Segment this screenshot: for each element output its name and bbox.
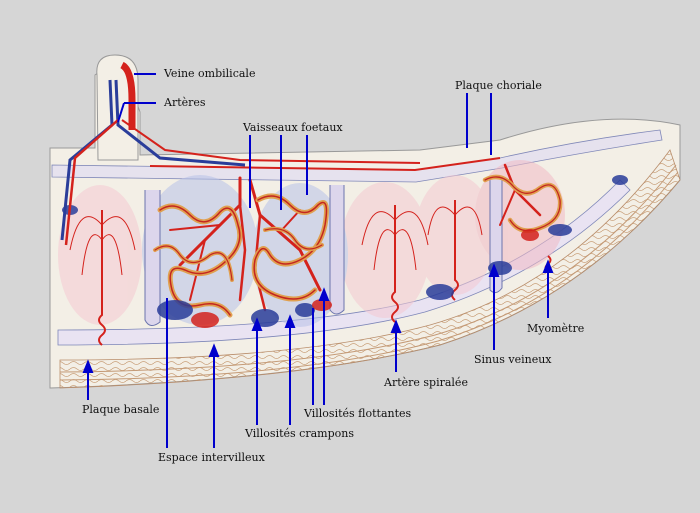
label-plaque-basale: Plaque basale xyxy=(82,403,160,416)
label-vaisseaux-foetaux: Vaisseaux foetaux xyxy=(243,121,343,134)
myometrium xyxy=(59,149,681,389)
septum xyxy=(144,190,161,326)
pointer-lines xyxy=(82,73,554,448)
villous-tree-right xyxy=(482,163,563,233)
label-villosites-flottantes: Villosités flottantes xyxy=(304,407,412,420)
spiral-arteries xyxy=(69,200,552,346)
septum xyxy=(329,185,345,315)
pointer-arteres xyxy=(117,102,125,123)
label-veine-ombilicale: Veine ombilicale xyxy=(164,67,256,80)
umbilical-cord xyxy=(60,54,421,246)
label-sinus-veineux: Sinus veineux xyxy=(474,353,552,366)
label-villosites-crampons: Villosités crampons xyxy=(245,427,354,440)
label-plaque-choriale: Plaque choriale xyxy=(455,79,542,92)
label-artere-spiralee: Artère spiralée xyxy=(384,376,468,389)
label-espace-intervilleux: Espace intervilleux xyxy=(158,451,265,464)
villous-tree-center xyxy=(248,178,329,312)
label-myometre: Myomètre xyxy=(527,322,585,335)
label-arteres: Artères xyxy=(164,96,206,109)
